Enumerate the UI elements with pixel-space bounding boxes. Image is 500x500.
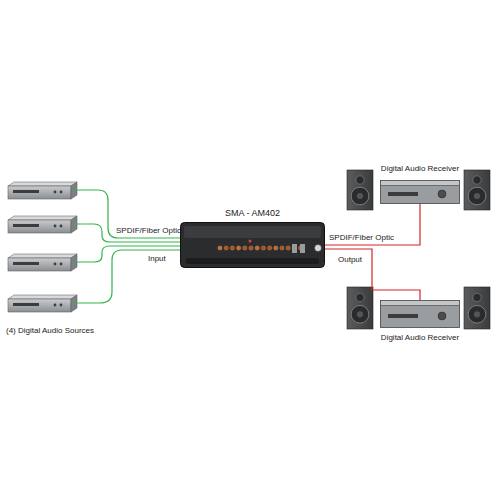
input-wires [75,190,180,303]
dvd-player [8,182,77,199]
source-devices [8,182,77,312]
output-cable [325,249,420,300]
dvd-player [8,295,77,312]
receiver-body [380,180,460,204]
speaker [347,170,373,210]
speaker [464,170,490,210]
signal-label: SPDIF/Fiber Optic [329,233,394,243]
speaker [464,287,490,329]
dvd-player [8,216,77,233]
receiver-title: Digital Audio Receiver [381,164,459,174]
audio-receiver: Digital Audio Receiver [380,180,460,204]
signal-label: Output [338,255,362,265]
receiver-body [380,300,460,328]
audio-matrix-switch: SMA - AM402 [180,222,325,268]
signal-label: Input [148,254,166,264]
output-cable [325,204,420,245]
dvd-player [8,254,77,271]
switch-body [180,222,325,268]
signal-label: (4) Digital Audio Sources [6,326,94,336]
speaker [347,287,373,329]
device-title: SMA - AM402 [225,208,280,218]
audio-receiver: Digital Audio Receiver [380,300,460,328]
signal-label: SPDIF/Fiber Optic [116,226,181,236]
receiver-title: Digital Audio Receiver [381,333,459,343]
